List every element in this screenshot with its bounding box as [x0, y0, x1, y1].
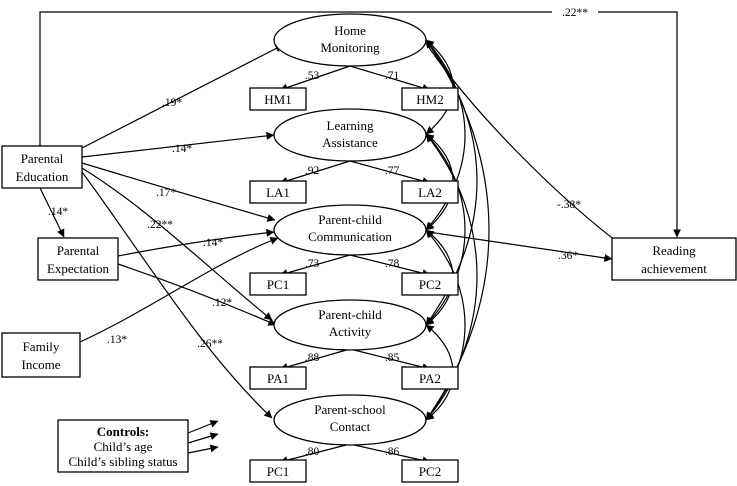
- factor-learning-assistance: Learning Assistance: [273, 108, 427, 162]
- indicator-la2: LA2: [401, 180, 459, 204]
- coef-pex-pcc: .14*: [203, 237, 223, 249]
- factor-label: Contact: [330, 419, 371, 434]
- factor-parent-school-contact: Parent-school Contact: [273, 394, 427, 446]
- controls-title: Controls:: [97, 424, 149, 439]
- svg-text:Reading: Reading: [652, 243, 696, 258]
- factor-label: Parent-school: [314, 402, 386, 417]
- loading-pc2b: .86: [385, 446, 400, 458]
- path-pe-pex: [39, 187, 65, 238]
- loading-pc1b: .80: [305, 446, 320, 458]
- box-parental-education: Parental Education: [1, 145, 83, 189]
- coef-pe-pca: .22**: [147, 219, 173, 231]
- indicator-hm1: HM1: [249, 87, 307, 111]
- svg-text:LA1: LA1: [266, 185, 290, 200]
- controls-arrows: [187, 420, 219, 454]
- svg-text:PC1: PC1: [267, 277, 289, 292]
- path-fi-pcc: [79, 236, 279, 343]
- factor-label: Parent-child: [318, 307, 382, 322]
- factor-label: Monitoring: [320, 40, 380, 55]
- svg-text:PA1: PA1: [267, 371, 289, 386]
- svg-text:Parental: Parental: [21, 151, 64, 166]
- path-pe-pcc: [81, 162, 276, 222]
- coef-pe-psc: .26**: [197, 338, 223, 350]
- controls-age: Child’s age: [94, 439, 153, 454]
- box-parental-expectation: Parental Expectation: [37, 237, 119, 281]
- factor-label: Learning: [327, 118, 374, 133]
- path-hm-ra: [423, 39, 629, 251]
- svg-text:HM1: HM1: [264, 92, 291, 107]
- svg-text:Expectation: Expectation: [47, 261, 110, 276]
- svg-text:Education: Education: [16, 169, 69, 184]
- path-pex-pcc: [117, 228, 275, 257]
- coef-pe-pex: .14*: [48, 206, 68, 218]
- path-pe-la: [81, 131, 275, 158]
- path-pcc-ra: [427, 231, 613, 262]
- factor-label: Activity: [329, 324, 372, 339]
- indicator-pc2-contact: PC2: [401, 459, 459, 483]
- path-pe-pca: [81, 167, 273, 321]
- path-pe-hm: [81, 44, 284, 149]
- coef-pe-la: .14*: [172, 143, 192, 155]
- factor-label: Parent-child: [318, 212, 382, 227]
- factor-home-monitoring: Home Monitoring: [273, 13, 427, 67]
- loading-la1: .92: [305, 165, 320, 177]
- factor-label: Assistance: [322, 135, 378, 150]
- svg-text:LA2: LA2: [418, 185, 442, 200]
- coef-pe-pcc: .17*: [156, 187, 176, 199]
- coef-pe-ra: .22**: [562, 7, 588, 19]
- loading-pa1: .88: [305, 352, 320, 364]
- controls-box: Controls: Child’s age Child’s sibling st…: [57, 419, 189, 473]
- path-pe-psc: [81, 171, 273, 419]
- loading-hm2: .71: [385, 70, 400, 82]
- factor-parent-child-communication: Parent-child Communication: [273, 204, 427, 256]
- loading-arrows: [279, 65, 431, 465]
- indicator-la1: LA1: [249, 180, 307, 204]
- coef-pcc-ra: .36*: [558, 250, 578, 262]
- controls-sibling: Child’s sibling status: [68, 454, 177, 469]
- box-reading-achievement: Reading achievement: [611, 237, 737, 281]
- path-pex-pca: [117, 263, 277, 326]
- indicator-pc1-communication: PC1: [249, 272, 307, 296]
- factor-parent-child-activity: Parent-child Activity: [273, 299, 427, 351]
- svg-text:PC2: PC2: [419, 277, 441, 292]
- path-pe-ra: [39, 11, 681, 238]
- svg-text:PC1: PC1: [267, 464, 289, 479]
- svg-text:Family: Family: [23, 339, 60, 354]
- loading-pa2: .85: [385, 352, 400, 364]
- indicator-pa1: PA1: [249, 366, 307, 390]
- loading-la2: .77: [385, 165, 400, 177]
- factor-label: Home: [334, 23, 366, 38]
- loading-hm1: .53: [305, 70, 320, 82]
- indicator-pc1-contact: PC1: [249, 459, 307, 483]
- svg-text:HM2: HM2: [416, 92, 443, 107]
- loading-pc1a: .73: [305, 258, 320, 270]
- coef-hm-ra: -.38*: [557, 199, 581, 211]
- coef-pe-hm: .19*: [162, 97, 182, 109]
- coef-pex-pca: .12*: [212, 297, 232, 309]
- box-family-income: Family Income: [1, 332, 81, 378]
- indicator-pa2: PA2: [401, 366, 459, 390]
- svg-text:achievement: achievement: [641, 261, 707, 276]
- svg-text:Parental: Parental: [57, 243, 100, 258]
- loading-pc2a: .78: [385, 258, 400, 270]
- svg-text:Income: Income: [22, 357, 61, 372]
- factor-label: Communication: [308, 229, 392, 244]
- svg-text:PC2: PC2: [419, 464, 441, 479]
- coef-fi-pcc: .13*: [107, 334, 127, 346]
- indicator-hm2: HM2: [401, 87, 459, 111]
- svg-text:PA2: PA2: [419, 371, 441, 386]
- indicator-pc2-communication: PC2: [401, 272, 459, 296]
